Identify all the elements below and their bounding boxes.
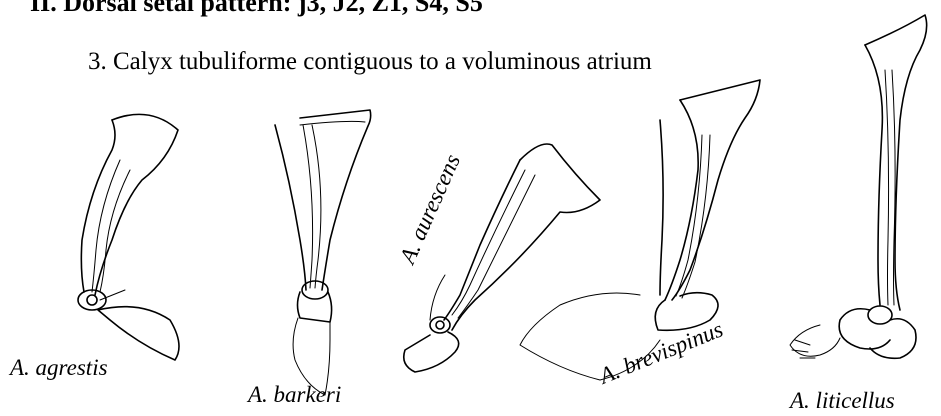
label-liticellus: A. liticellus [790, 388, 895, 414]
drawing-liticellus [790, 15, 927, 358]
label-barkeri: A. barkeri [248, 382, 341, 408]
drawing-agrestis [78, 114, 179, 360]
label-agrestis: A. agrestis [10, 355, 108, 381]
drawing-barkeri [275, 110, 371, 395]
